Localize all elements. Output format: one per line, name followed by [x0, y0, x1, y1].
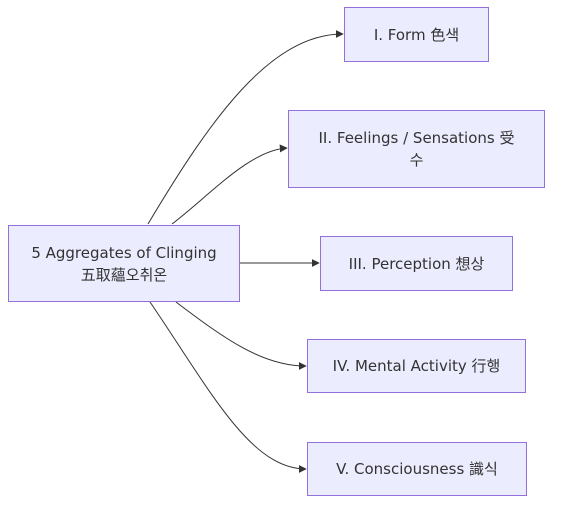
root-node-five-aggregates: 5 Aggregates of Clinging 五取蘊오취온 — [8, 225, 240, 302]
node-consciousness: V. Consciousness 識식 — [307, 442, 527, 496]
node-consciousness-label: V. Consciousness 識식 — [336, 460, 498, 478]
node-form-label: I. Form 色색 — [373, 25, 460, 44]
node-mental-activity: IV. Mental Activity 行행 — [307, 339, 526, 393]
node-feelings-label-line1: II. Feelings / Sensations 受 — [318, 129, 515, 147]
node-perception: III. Perception 想상 — [320, 236, 513, 291]
node-mental-activity-label: IV. Mental Activity 行행 — [332, 357, 501, 375]
node-form: I. Form 色색 — [344, 7, 489, 62]
edge-root-to-feelings — [171, 144, 288, 225]
root-node-label-line1: 5 Aggregates of Clinging — [31, 243, 217, 262]
edge-root-to-form — [147, 30, 344, 225]
node-perception-label: III. Perception 想상 — [348, 254, 485, 273]
node-feelings-label-line2: 수 — [409, 151, 424, 169]
edge-root-to-consciousness — [149, 301, 307, 473]
root-node-label-line2: 五取蘊오취온 — [80, 265, 168, 284]
node-feelings-sensations: II. Feelings / Sensations 受 수 — [288, 110, 545, 188]
edge-root-to-mental-activity — [175, 301, 307, 370]
